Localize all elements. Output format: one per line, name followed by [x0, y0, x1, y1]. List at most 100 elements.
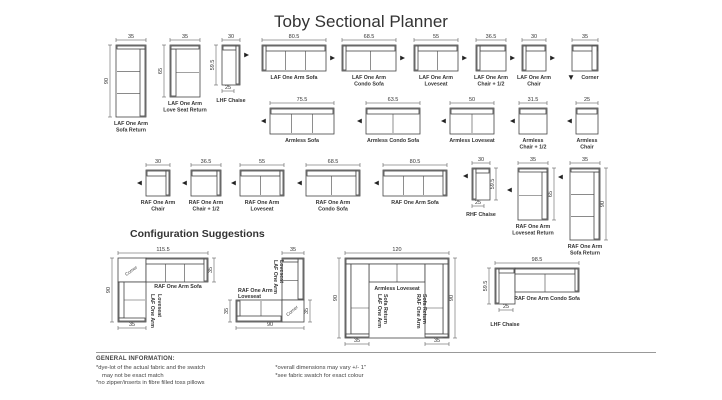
dimension-label: 30	[155, 159, 161, 165]
outline	[498, 268, 515, 274]
direction-arrow-icon	[261, 118, 266, 124]
outline	[495, 268, 500, 304]
direction-arrow-icon	[137, 180, 142, 186]
outline	[116, 45, 146, 50]
label-text: Sofa Return	[570, 251, 600, 257]
label-text: RAF One Arm	[316, 200, 351, 206]
outline	[235, 45, 240, 85]
label-text: Armless Sofa	[285, 138, 319, 144]
label-text: Loveseat	[278, 260, 284, 283]
outline	[262, 45, 267, 71]
label-text: Condo Sofa	[318, 207, 348, 213]
label-text: Loveseat	[251, 207, 274, 213]
dimension-label: 55	[259, 159, 265, 165]
dimension-label: 55	[433, 34, 439, 40]
dimension-label: 35	[304, 308, 310, 314]
outline	[519, 108, 547, 115]
outline	[279, 170, 284, 196]
info-line: *see fabric swatch for exact colour	[275, 372, 364, 379]
label-text: RAF One Arm	[238, 288, 273, 294]
label-text: LAF One Arm	[517, 75, 551, 81]
label-text: Armless	[577, 138, 598, 144]
label-text: RAF One Arm Sofa	[154, 284, 202, 290]
direction-arrow-icon	[330, 55, 335, 61]
direction-arrow-icon	[510, 55, 515, 61]
outline	[479, 45, 506, 52]
dimension-label: 120	[392, 247, 401, 253]
dimension-label: 35	[582, 157, 588, 163]
info-line: *dye-lot of the actual fabric and the sw…	[96, 365, 206, 371]
outline	[442, 263, 449, 338]
label-text: Armless Loveseat	[374, 286, 420, 292]
label-text: Loveseat	[238, 294, 261, 300]
label-text: LHF Chaise	[490, 322, 519, 328]
dimension-label: 31.5	[528, 97, 539, 103]
outline	[591, 45, 598, 71]
label-text: LAF One Arm	[474, 75, 508, 81]
dimension-label: 115.5	[156, 247, 169, 253]
outline	[306, 170, 357, 177]
label-text: RAF One Arm	[415, 294, 421, 329]
dimension-label: 35	[224, 308, 230, 314]
outline	[593, 171, 600, 240]
outline	[203, 258, 208, 282]
info-heading: GENERAL INFORMATION:	[96, 356, 175, 362]
label-text: Armless	[523, 138, 544, 144]
outline	[472, 168, 477, 200]
outline	[476, 45, 481, 71]
outline	[366, 108, 420, 115]
dimension-label: 30	[531, 34, 537, 40]
outline	[222, 45, 237, 51]
outline	[471, 167, 491, 201]
dimension-label: 59.5	[210, 60, 216, 71]
dimension-label: 35	[128, 34, 134, 40]
direction-arrow-icon	[567, 118, 572, 124]
dimension-label: 36.5	[201, 159, 212, 165]
general-information: GENERAL INFORMATION: *dye-lot of the act…	[96, 352, 656, 388]
outline	[518, 168, 548, 173]
direction-arrow-icon	[231, 180, 236, 186]
outline	[575, 107, 599, 135]
direction-arrow-icon	[463, 173, 468, 179]
dimension-label: 65	[158, 68, 164, 74]
label-text: LHF Chaise	[216, 98, 245, 104]
dimension-label: 30	[228, 34, 234, 40]
label-text: RAF One Arm	[245, 200, 280, 206]
label-text: Loveseat	[156, 294, 162, 317]
outline	[345, 45, 396, 52]
outline	[450, 108, 494, 115]
outline	[424, 333, 449, 338]
direction-arrow-icon	[510, 118, 515, 124]
direction-arrow-icon	[244, 52, 249, 58]
dimension-label: 35	[582, 34, 588, 40]
label-text: Armless Condo Sofa	[367, 138, 419, 144]
outline	[265, 45, 326, 52]
outline	[240, 170, 281, 177]
outline	[282, 258, 299, 263]
dimension-label: 35	[182, 34, 188, 40]
dimension-label: 59.5	[483, 281, 489, 292]
label-text: LAF One Arm	[376, 294, 382, 328]
dimension-label: 98.5	[532, 257, 543, 263]
dimension-label: 35	[354, 338, 360, 344]
label-text: RAF One Arm	[141, 200, 176, 206]
label-text: Chair	[527, 82, 541, 88]
dimension-label: 35	[530, 157, 536, 163]
direction-arrow-icon	[374, 180, 379, 186]
outline	[281, 299, 305, 323]
dimension-label: 90	[600, 201, 606, 207]
